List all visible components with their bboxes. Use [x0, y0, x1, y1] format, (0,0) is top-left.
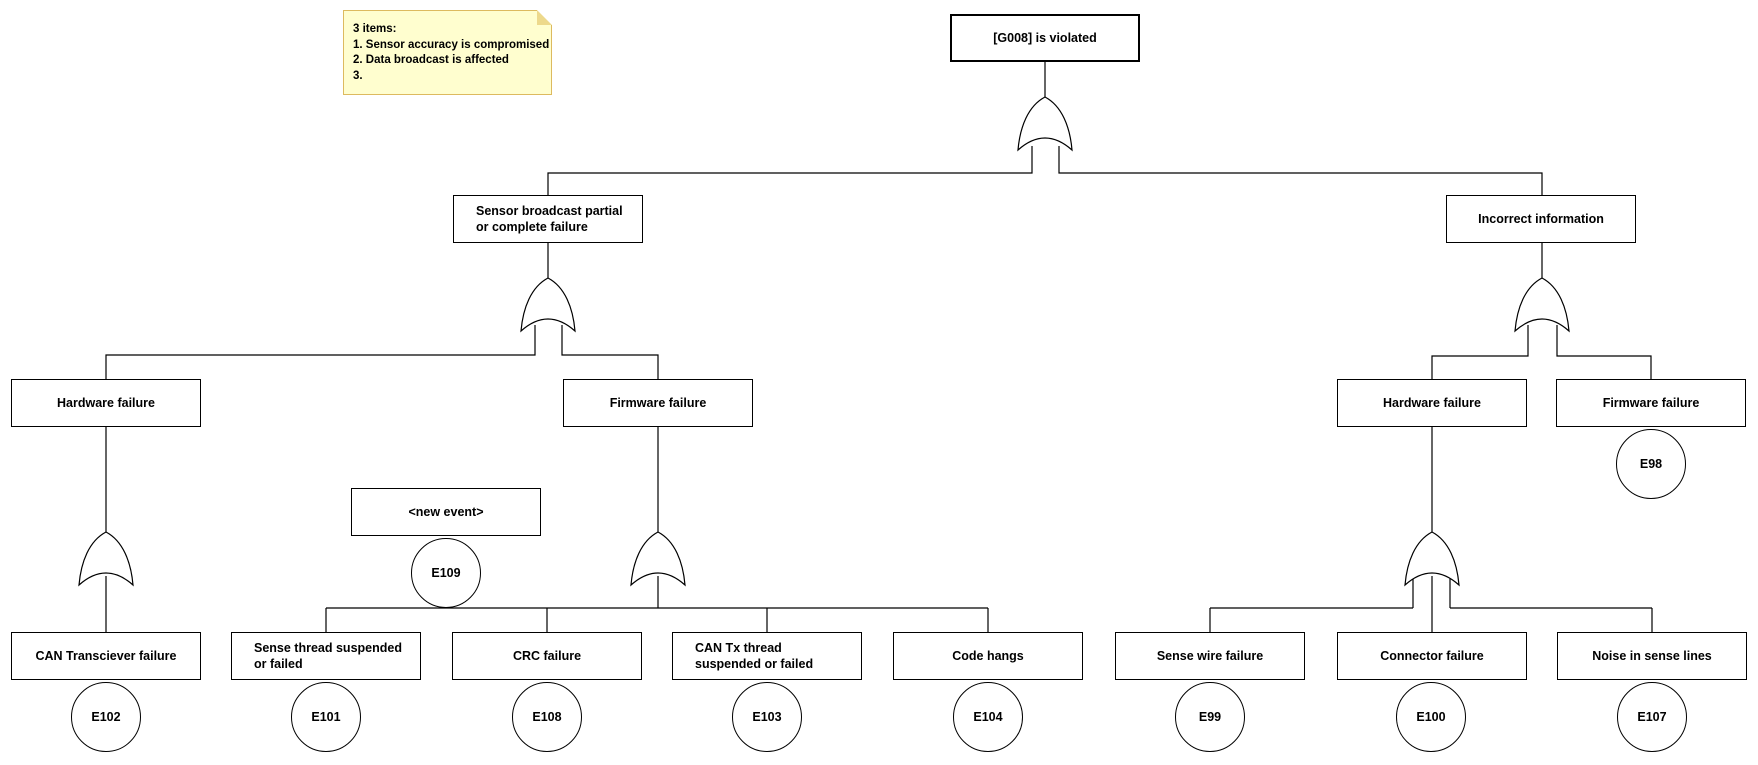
- basic-event-e101[interactable]: E101: [291, 682, 361, 752]
- or-gate-incorrect-info[interactable]: [1514, 277, 1570, 333]
- event-label: <new event>: [408, 505, 484, 519]
- basic-event-label: E102: [91, 710, 121, 724]
- event-box-can-tx-thread[interactable]: CAN Tx thread suspended or failed: [672, 632, 862, 680]
- event-box-top-g008[interactable]: [G008] is violated: [950, 14, 1140, 62]
- event-box-hardware-failure-left[interactable]: Hardware failure: [11, 379, 201, 427]
- basic-event-label: E100: [1416, 710, 1446, 724]
- event-box-firmware-failure-right[interactable]: Firmware failure: [1556, 379, 1746, 427]
- basic-event-label: E107: [1637, 710, 1667, 724]
- sticky-note-fold-icon: [537, 10, 552, 25]
- event-box-sensor-broadcast[interactable]: Sensor broadcast partial or complete fai…: [453, 195, 643, 243]
- event-label: Noise in sense lines: [1592, 649, 1712, 663]
- basic-event-e103[interactable]: E103: [732, 682, 802, 752]
- or-gate-hardware-left[interactable]: [78, 531, 134, 587]
- event-box-firmware-failure-left[interactable]: Firmware failure: [563, 379, 753, 427]
- event-box-crc-failure[interactable]: CRC failure: [452, 632, 642, 680]
- basic-event-e107[interactable]: E107: [1617, 682, 1687, 752]
- basic-event-label: E104: [973, 710, 1003, 724]
- connector: [1556, 325, 1652, 379]
- note-line: 1. Sensor accuracy is compromised: [353, 38, 550, 51]
- event-box-incorrect-information[interactable]: Incorrect information: [1446, 195, 1636, 243]
- or-gate-top[interactable]: [1017, 96, 1073, 152]
- basic-event-e104[interactable]: E104: [953, 682, 1023, 752]
- event-label: Firmware failure: [609, 396, 707, 410]
- event-box-sense-wire-failure[interactable]: Sense wire failure: [1115, 632, 1305, 680]
- event-label: [G008] is violated: [993, 31, 1097, 45]
- event-box-hardware-failure-right[interactable]: Hardware failure: [1337, 379, 1527, 427]
- basic-event-label: E109: [431, 566, 461, 580]
- event-label: Sense wire failure: [1156, 649, 1264, 663]
- basic-event-label: E98: [1639, 457, 1663, 471]
- basic-event-e102[interactable]: E102: [71, 682, 141, 752]
- event-label: Firmware failure: [1602, 396, 1700, 410]
- note-line: 2. Data broadcast is affected: [353, 54, 509, 66]
- note-line: 3.: [353, 69, 363, 82]
- event-label: CAN Transciever failure: [35, 649, 177, 663]
- connector: [1431, 325, 1529, 379]
- basic-event-e99[interactable]: E99: [1175, 682, 1245, 752]
- or-gate-sensor-broadcast[interactable]: [520, 277, 576, 333]
- event-label: Sensor broadcast partial or complete fai…: [476, 204, 623, 234]
- connector: [105, 325, 536, 379]
- event-label: Hardware failure: [57, 396, 155, 410]
- basic-event-e108[interactable]: E108: [512, 682, 582, 752]
- basic-event-label: E99: [1198, 710, 1222, 724]
- connectors: [105, 62, 1653, 632]
- basic-event-label: E103: [752, 710, 782, 724]
- basic-event-e100[interactable]: E100: [1396, 682, 1466, 752]
- event-label: Code hangs: [952, 649, 1024, 663]
- event-box-can-transciever-failure[interactable]: CAN Transciever failure: [11, 632, 201, 680]
- note-line: 3 items:: [353, 23, 397, 35]
- event-label: Incorrect information: [1478, 212, 1604, 226]
- or-gate-hardware-right[interactable]: [1404, 531, 1460, 587]
- or-gate-firmware-left[interactable]: [630, 531, 686, 587]
- event-label: Hardware failure: [1383, 396, 1481, 410]
- event-box-noise-in-sense-lines[interactable]: Noise in sense lines: [1557, 632, 1747, 680]
- basic-event-e98[interactable]: E98: [1616, 429, 1686, 499]
- event-box-code-hangs[interactable]: Code hangs: [893, 632, 1083, 680]
- basic-event-label: E101: [311, 710, 341, 724]
- sticky-note[interactable]: 3 items: 1. Sensor accuracy is compromis…: [343, 10, 552, 95]
- event-label: Sense thread suspended or failed: [254, 641, 402, 671]
- event-box-connector-failure[interactable]: Connector failure: [1337, 632, 1527, 680]
- event-box-sense-thread[interactable]: Sense thread suspended or failed: [231, 632, 421, 680]
- connector: [1058, 146, 1543, 195]
- connector: [547, 146, 1033, 195]
- basic-event-e109[interactable]: E109: [411, 538, 481, 608]
- basic-event-label: E108: [532, 710, 562, 724]
- event-label: CRC failure: [512, 649, 582, 663]
- event-label: CAN Tx thread suspended or failed: [695, 641, 814, 671]
- event-box-new-event[interactable]: <new event>: [351, 488, 541, 536]
- connector: [561, 325, 659, 379]
- event-label: Connector failure: [1380, 649, 1484, 663]
